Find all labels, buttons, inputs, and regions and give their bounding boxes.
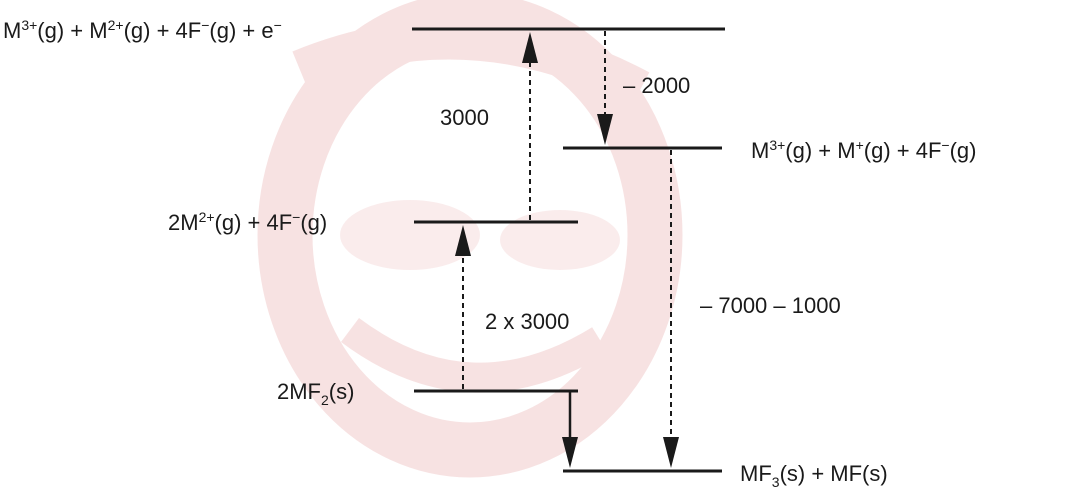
label-middle-level: 2M2+(g) + 4F−(g): [168, 209, 327, 235]
energy-ionisation-2x: 2 x 3000: [485, 309, 569, 334]
arrow-ionisation-3rd: [522, 32, 538, 220]
label-top-level: M3+(g) + M2+(g) + 4F−(g) + e−: [3, 17, 282, 43]
energy-lattice-energies: – 7000 – 1000: [700, 293, 841, 318]
energy-ionisation-3rd: 3000: [440, 105, 489, 130]
label-final-level: MF3(s) + MF(s): [740, 461, 888, 489]
label-upper-level: M3+(g) + M+(g) + 4F−(g): [751, 137, 977, 163]
energy-electron-gain: – 2000: [623, 73, 690, 98]
label-start-level: 2MF2(s): [277, 379, 354, 408]
